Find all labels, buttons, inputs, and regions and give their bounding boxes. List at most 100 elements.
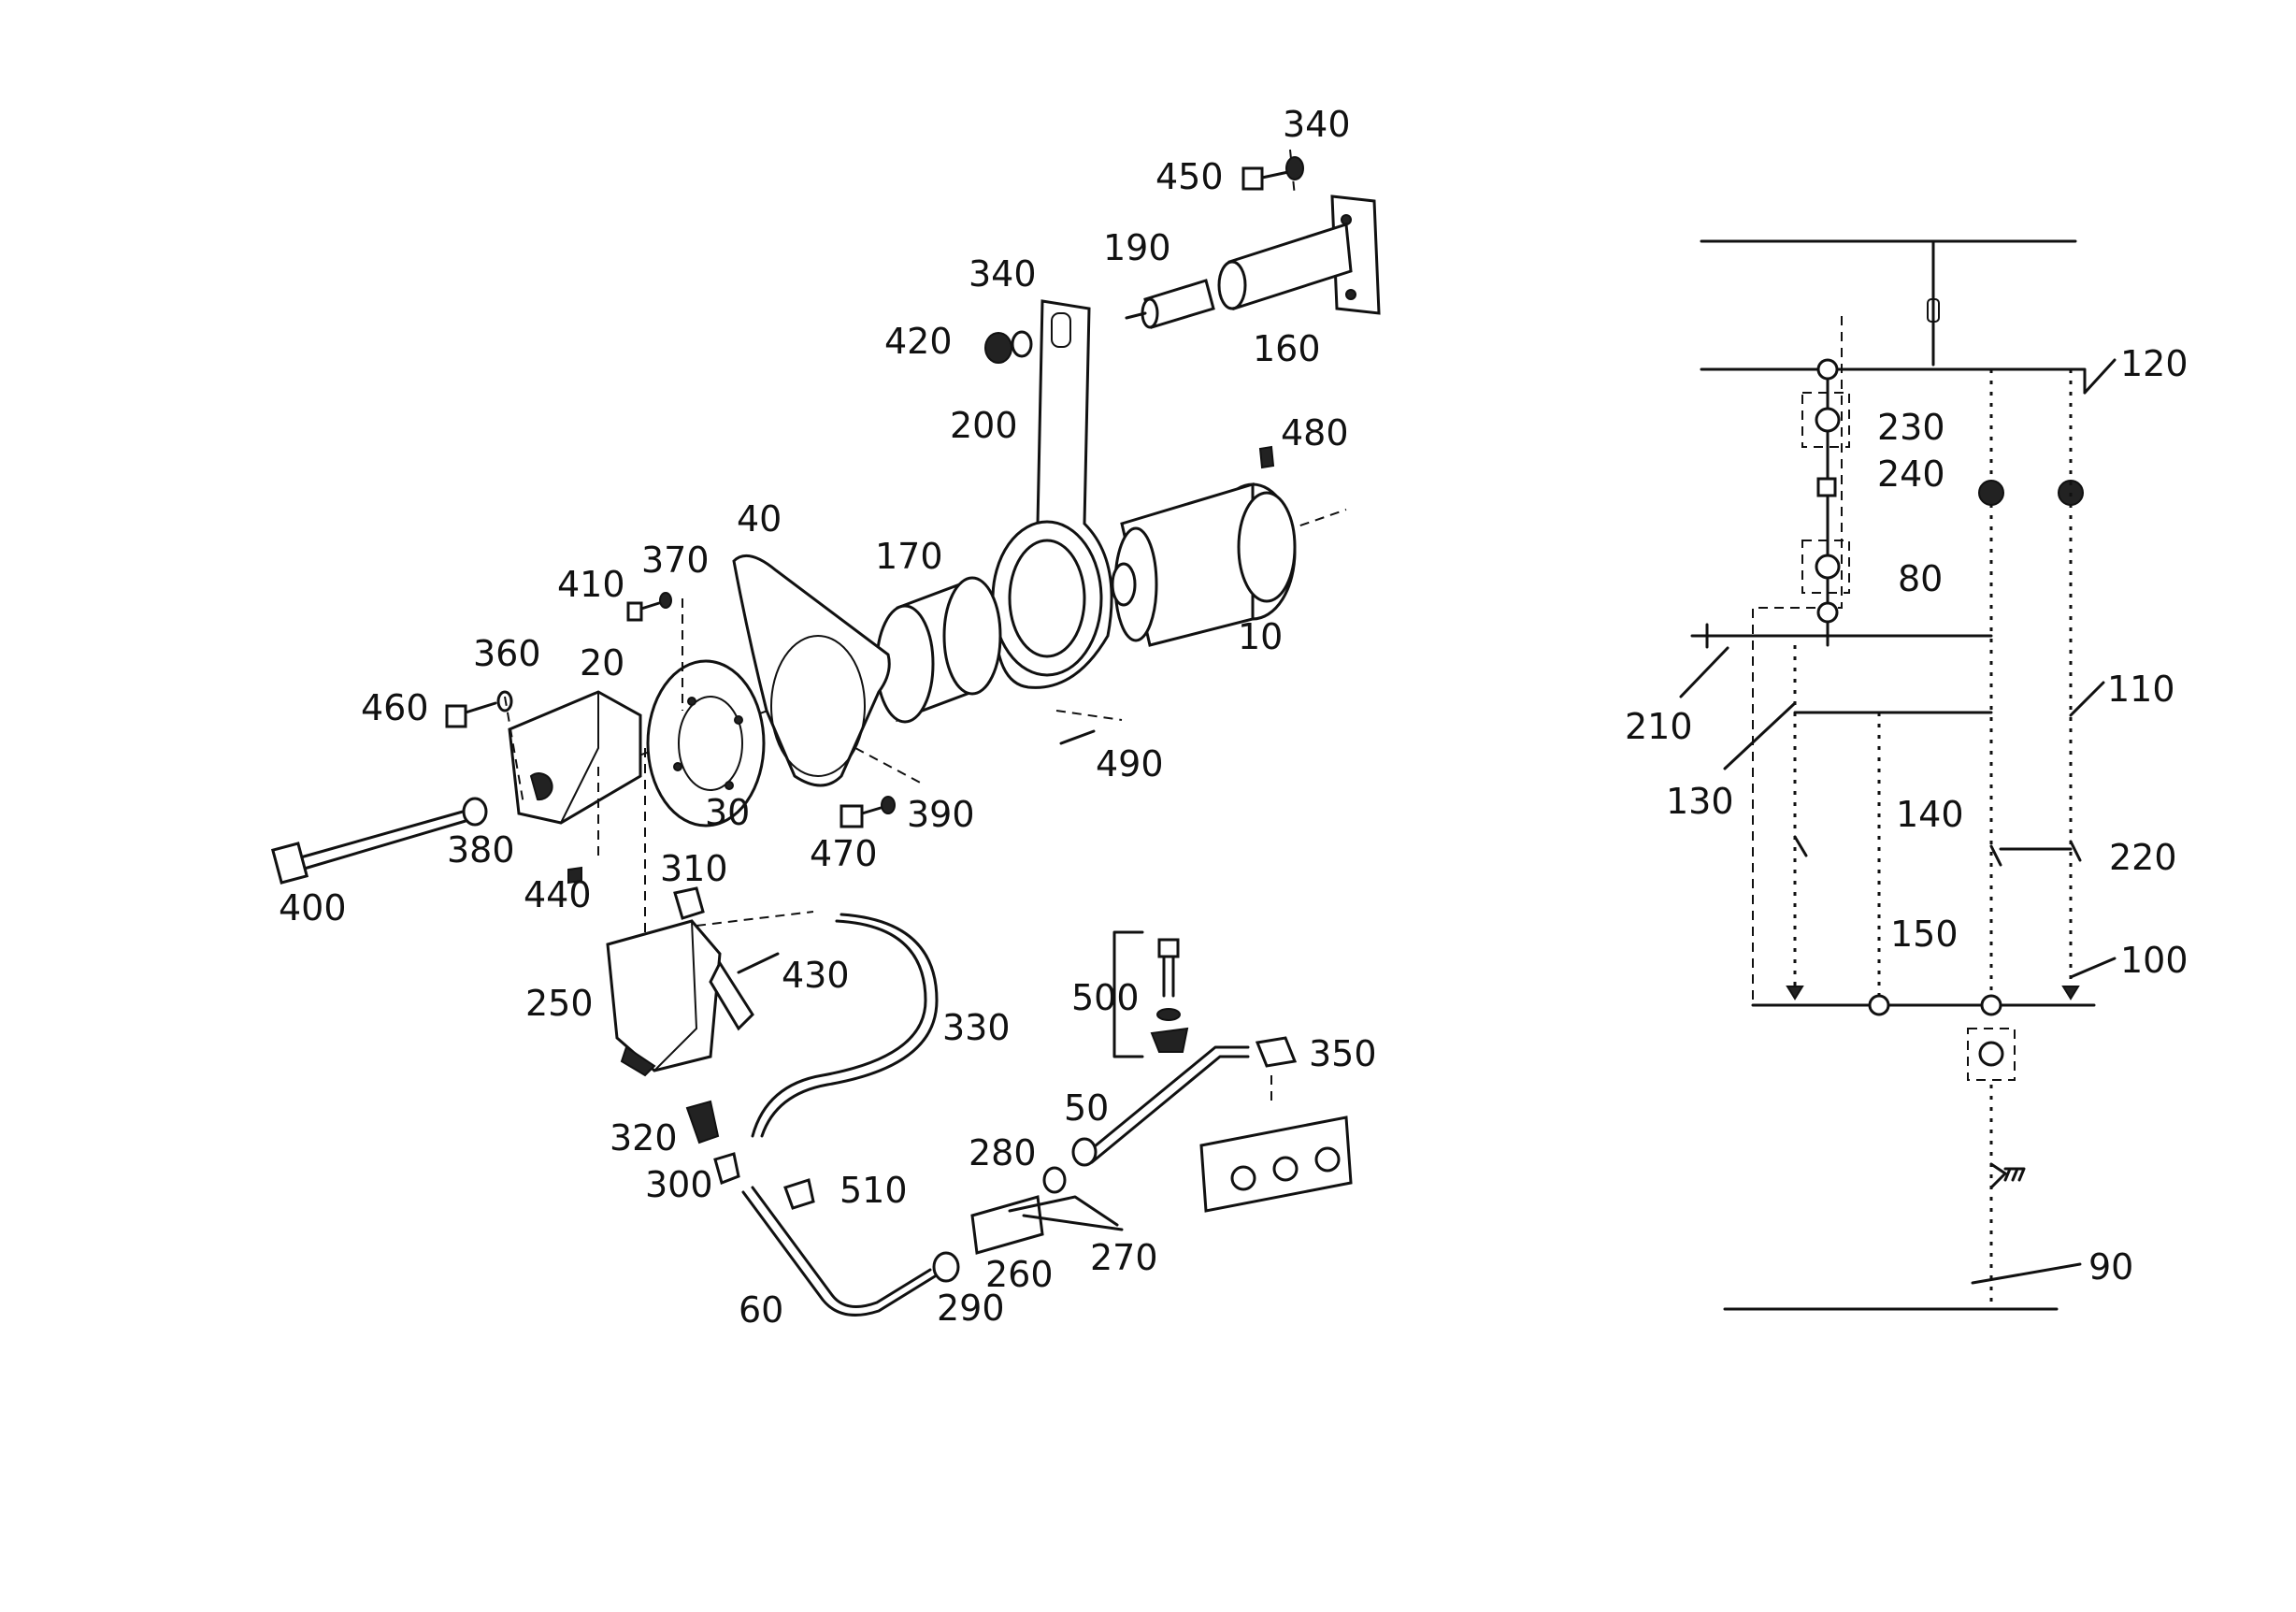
label-490: 490 xyxy=(1096,743,1164,784)
label-100: 100 xyxy=(2120,940,2188,981)
part-420-nut xyxy=(984,332,1012,364)
part-250-switch xyxy=(606,919,754,1077)
switch-left xyxy=(1793,835,1808,857)
label-240: 240 xyxy=(1877,453,1945,495)
label-420: 420 xyxy=(884,321,953,362)
label-210: 210 xyxy=(1625,706,1693,747)
part-340-nut-top xyxy=(1285,156,1304,180)
part-480-plug xyxy=(1258,445,1275,469)
part-460-bolt xyxy=(445,690,513,728)
switch-220 xyxy=(2069,840,2082,862)
label-440: 440 xyxy=(524,874,592,915)
part-10-drum xyxy=(1111,482,1297,647)
label-250: 250 xyxy=(525,983,594,1024)
label-360: 360 xyxy=(473,633,541,674)
label-310: 310 xyxy=(660,848,728,889)
label-50: 50 xyxy=(1064,1087,1109,1129)
label-510: 510 xyxy=(839,1170,908,1211)
part-30-flange xyxy=(646,659,766,828)
part-320-fitting xyxy=(685,1100,720,1144)
label-200: 200 xyxy=(950,405,1018,446)
part-50-pipe xyxy=(1083,1045,1250,1157)
label-340: 340 xyxy=(969,253,1037,295)
label-230: 230 xyxy=(1877,407,1945,448)
relay-box-3 xyxy=(1967,1028,2016,1081)
label-390: 390 xyxy=(907,794,975,835)
line-210-leader xyxy=(1679,646,1729,698)
label-380: 380 xyxy=(447,829,515,871)
assembly-labels: 340 450 190 340 420 160 200 480 40 370 1… xyxy=(279,104,1377,1331)
fuse-top xyxy=(1927,298,1940,323)
label-400: 400 xyxy=(279,887,347,928)
label-90: 90 xyxy=(2088,1246,2133,1288)
label-190: 190 xyxy=(1103,227,1171,268)
label-330: 330 xyxy=(942,1007,1011,1048)
part-300-fitting xyxy=(713,1152,740,1185)
switch-mid xyxy=(1989,844,2002,867)
exploded-assembly xyxy=(270,149,1381,1317)
part-450-bolt xyxy=(1241,166,1290,191)
label-150: 150 xyxy=(1890,914,1959,955)
line-110-leader xyxy=(2069,681,2105,717)
manifold-block xyxy=(1199,1115,1353,1213)
label-470: 470 xyxy=(810,833,878,874)
part-380-washer xyxy=(462,797,488,827)
part-310-fitting xyxy=(673,886,705,920)
label-320: 320 xyxy=(610,1117,678,1159)
label-30: 30 xyxy=(705,792,750,833)
label-130: 130 xyxy=(1666,781,1734,822)
line-120-leader xyxy=(2083,358,2117,395)
part-40-plate xyxy=(732,554,891,787)
label-10: 10 xyxy=(1238,616,1283,657)
part-190-pin xyxy=(1125,279,1215,329)
label-450: 450 xyxy=(1155,156,1224,197)
part-290-fitting xyxy=(932,1251,960,1283)
part-330-hose xyxy=(751,919,927,1138)
label-270: 270 xyxy=(1090,1237,1158,1278)
part-490-pin xyxy=(1059,729,1096,745)
part-200-lever xyxy=(991,299,1113,689)
label-410: 410 xyxy=(557,564,625,605)
part-170-ring xyxy=(875,576,1002,724)
label-20: 20 xyxy=(580,642,624,684)
label-120: 120 xyxy=(2120,343,2188,384)
diode xyxy=(1816,477,1837,497)
label-160: 160 xyxy=(1253,328,1321,369)
part-280-fitting xyxy=(1042,1166,1067,1194)
part-440-nut xyxy=(567,866,582,885)
label-370: 370 xyxy=(641,540,710,581)
label-260: 260 xyxy=(985,1254,1054,1295)
label-80: 80 xyxy=(1898,558,1943,599)
part-400-bolt xyxy=(270,810,467,885)
lamp-240 xyxy=(1978,480,2004,506)
part-500-bolt xyxy=(1150,938,1189,1053)
label-350: 350 xyxy=(1309,1033,1377,1074)
label-140: 140 xyxy=(1896,794,1964,835)
relay-box-1 xyxy=(1801,392,1850,448)
part-160-pin xyxy=(1217,194,1381,315)
line-130-leader xyxy=(1723,701,1797,770)
relay-box-2 xyxy=(1801,540,1850,594)
label-60: 60 xyxy=(739,1289,783,1331)
part-20-housing xyxy=(508,690,642,825)
part-260-valve xyxy=(970,1195,1124,1255)
part-350-fitting xyxy=(1255,1036,1298,1068)
part-470-bolt xyxy=(839,796,896,828)
label-460: 460 xyxy=(361,687,429,728)
label-280: 280 xyxy=(969,1132,1037,1173)
ground-symbol xyxy=(1989,1162,2026,1189)
schematic xyxy=(1679,239,2117,1311)
label-170: 170 xyxy=(875,536,943,577)
line-90-leader xyxy=(1971,1262,2082,1285)
label-220: 220 xyxy=(2109,837,2177,878)
part-340-washer xyxy=(1011,330,1033,358)
part-60-pipe xyxy=(741,1190,937,1317)
schematic-labels: 120 230 240 80 110 210 130 140 220 150 1… xyxy=(1625,343,2188,1288)
label-480: 480 xyxy=(1281,412,1349,453)
label-110: 110 xyxy=(2107,669,2175,710)
part-500-bracket xyxy=(1112,930,1144,1058)
label-430: 430 xyxy=(782,955,850,996)
part-510-clip xyxy=(783,1178,815,1210)
line-100-leader xyxy=(2069,957,2117,979)
